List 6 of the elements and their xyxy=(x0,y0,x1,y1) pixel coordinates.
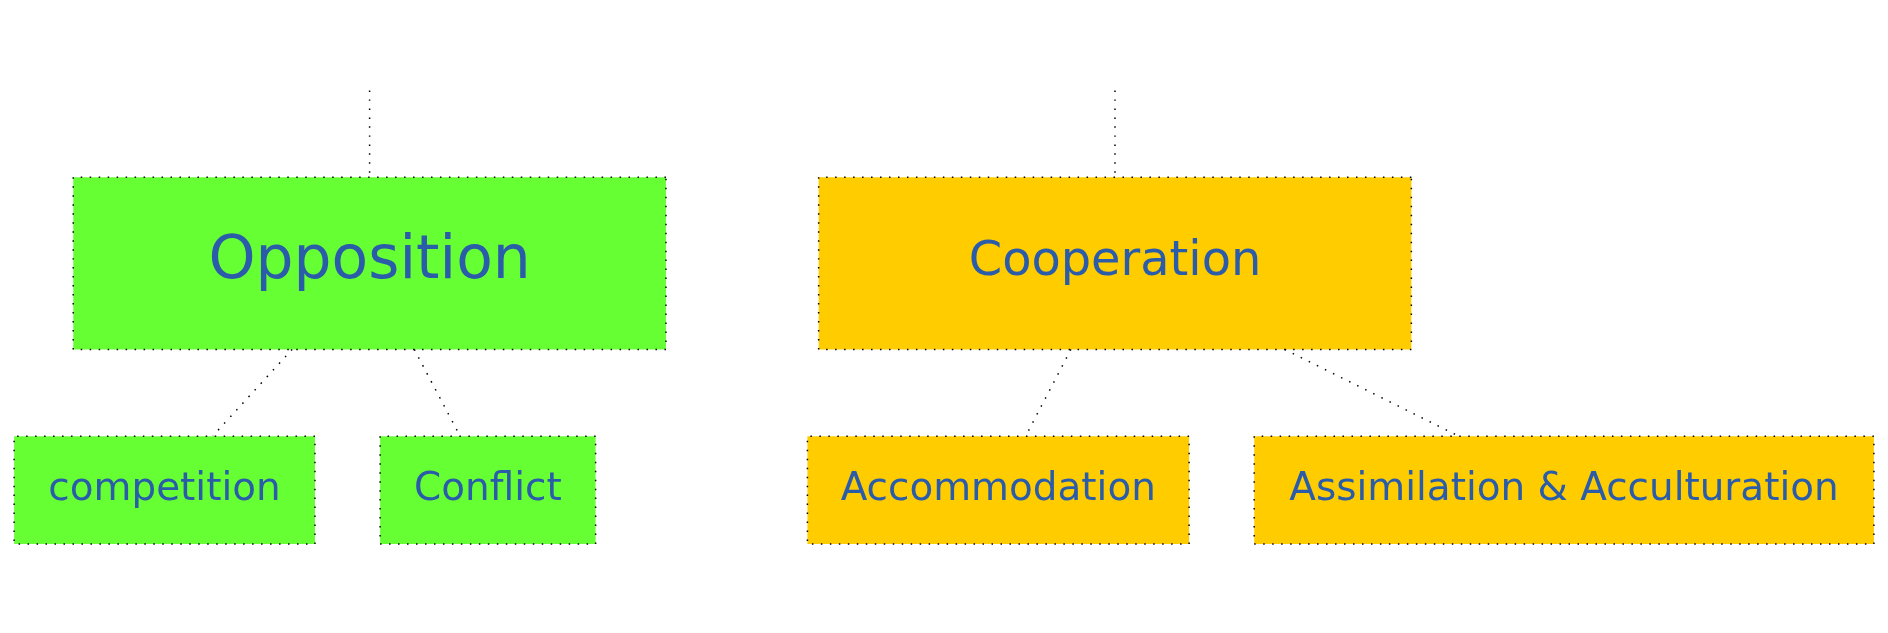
node-box: Opposition xyxy=(72,176,667,351)
node-box: Conflict xyxy=(379,435,597,545)
node-box: Accommodation xyxy=(806,435,1190,545)
node-box: Cooperation xyxy=(817,176,1413,351)
node-box: competition xyxy=(13,435,316,545)
node-box: Assimilation & Acculturation xyxy=(1253,435,1875,545)
